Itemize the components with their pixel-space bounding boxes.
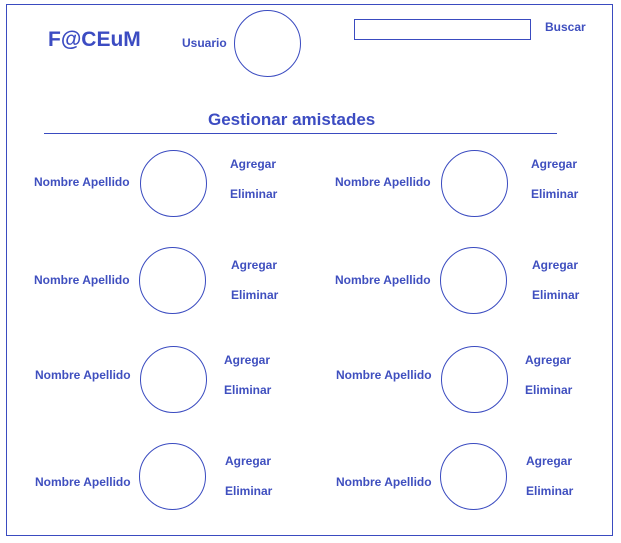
friend-avatar (140, 150, 207, 217)
friend-avatar (139, 443, 206, 510)
title-divider (44, 133, 557, 134)
remove-friend-button[interactable]: Eliminar (525, 383, 573, 397)
add-friend-button[interactable]: Agregar (224, 353, 271, 367)
page-title: Gestionar amistades (208, 110, 376, 129)
friend-name: Nombre Apellido (35, 368, 131, 382)
friend-name: Nombre Apellido (335, 175, 431, 189)
remove-friend-button[interactable]: Eliminar (526, 484, 574, 498)
search-button[interactable]: Buscar (545, 20, 586, 34)
friend-avatar (440, 443, 507, 510)
friend-name: Nombre Apellido (336, 368, 432, 382)
friend-avatar (441, 150, 508, 217)
friend-name: Nombre Apellido (35, 475, 131, 489)
add-friend-button[interactable]: Agregar (531, 157, 578, 171)
user-avatar[interactable] (234, 10, 301, 77)
friend-name: Nombre Apellido (34, 273, 130, 287)
add-friend-button[interactable]: Agregar (231, 258, 278, 272)
friend-avatar (440, 247, 507, 314)
friend-name: Nombre Apellido (34, 175, 130, 189)
friend-avatar (139, 247, 206, 314)
remove-friend-button[interactable]: Eliminar (230, 187, 278, 201)
user-label: Usuario (182, 36, 227, 50)
search-input[interactable] (354, 19, 531, 40)
remove-friend-button[interactable]: Eliminar (531, 187, 579, 201)
add-friend-button[interactable]: Agregar (525, 353, 572, 367)
add-friend-button[interactable]: Agregar (532, 258, 579, 272)
remove-friend-button[interactable]: Eliminar (231, 288, 279, 302)
remove-friend-button[interactable]: Eliminar (225, 484, 273, 498)
add-friend-button[interactable]: Agregar (230, 157, 277, 171)
friend-avatar (140, 346, 207, 413)
remove-friend-button[interactable]: Eliminar (224, 383, 272, 397)
friend-name: Nombre Apellido (335, 273, 431, 287)
friend-name: Nombre Apellido (336, 475, 432, 489)
app-logo: F@CEuM (48, 28, 141, 51)
add-friend-button[interactable]: Agregar (225, 454, 272, 468)
remove-friend-button[interactable]: Eliminar (532, 288, 580, 302)
friend-avatar (441, 346, 508, 413)
add-friend-button[interactable]: Agregar (526, 454, 573, 468)
app-frame (6, 4, 613, 536)
